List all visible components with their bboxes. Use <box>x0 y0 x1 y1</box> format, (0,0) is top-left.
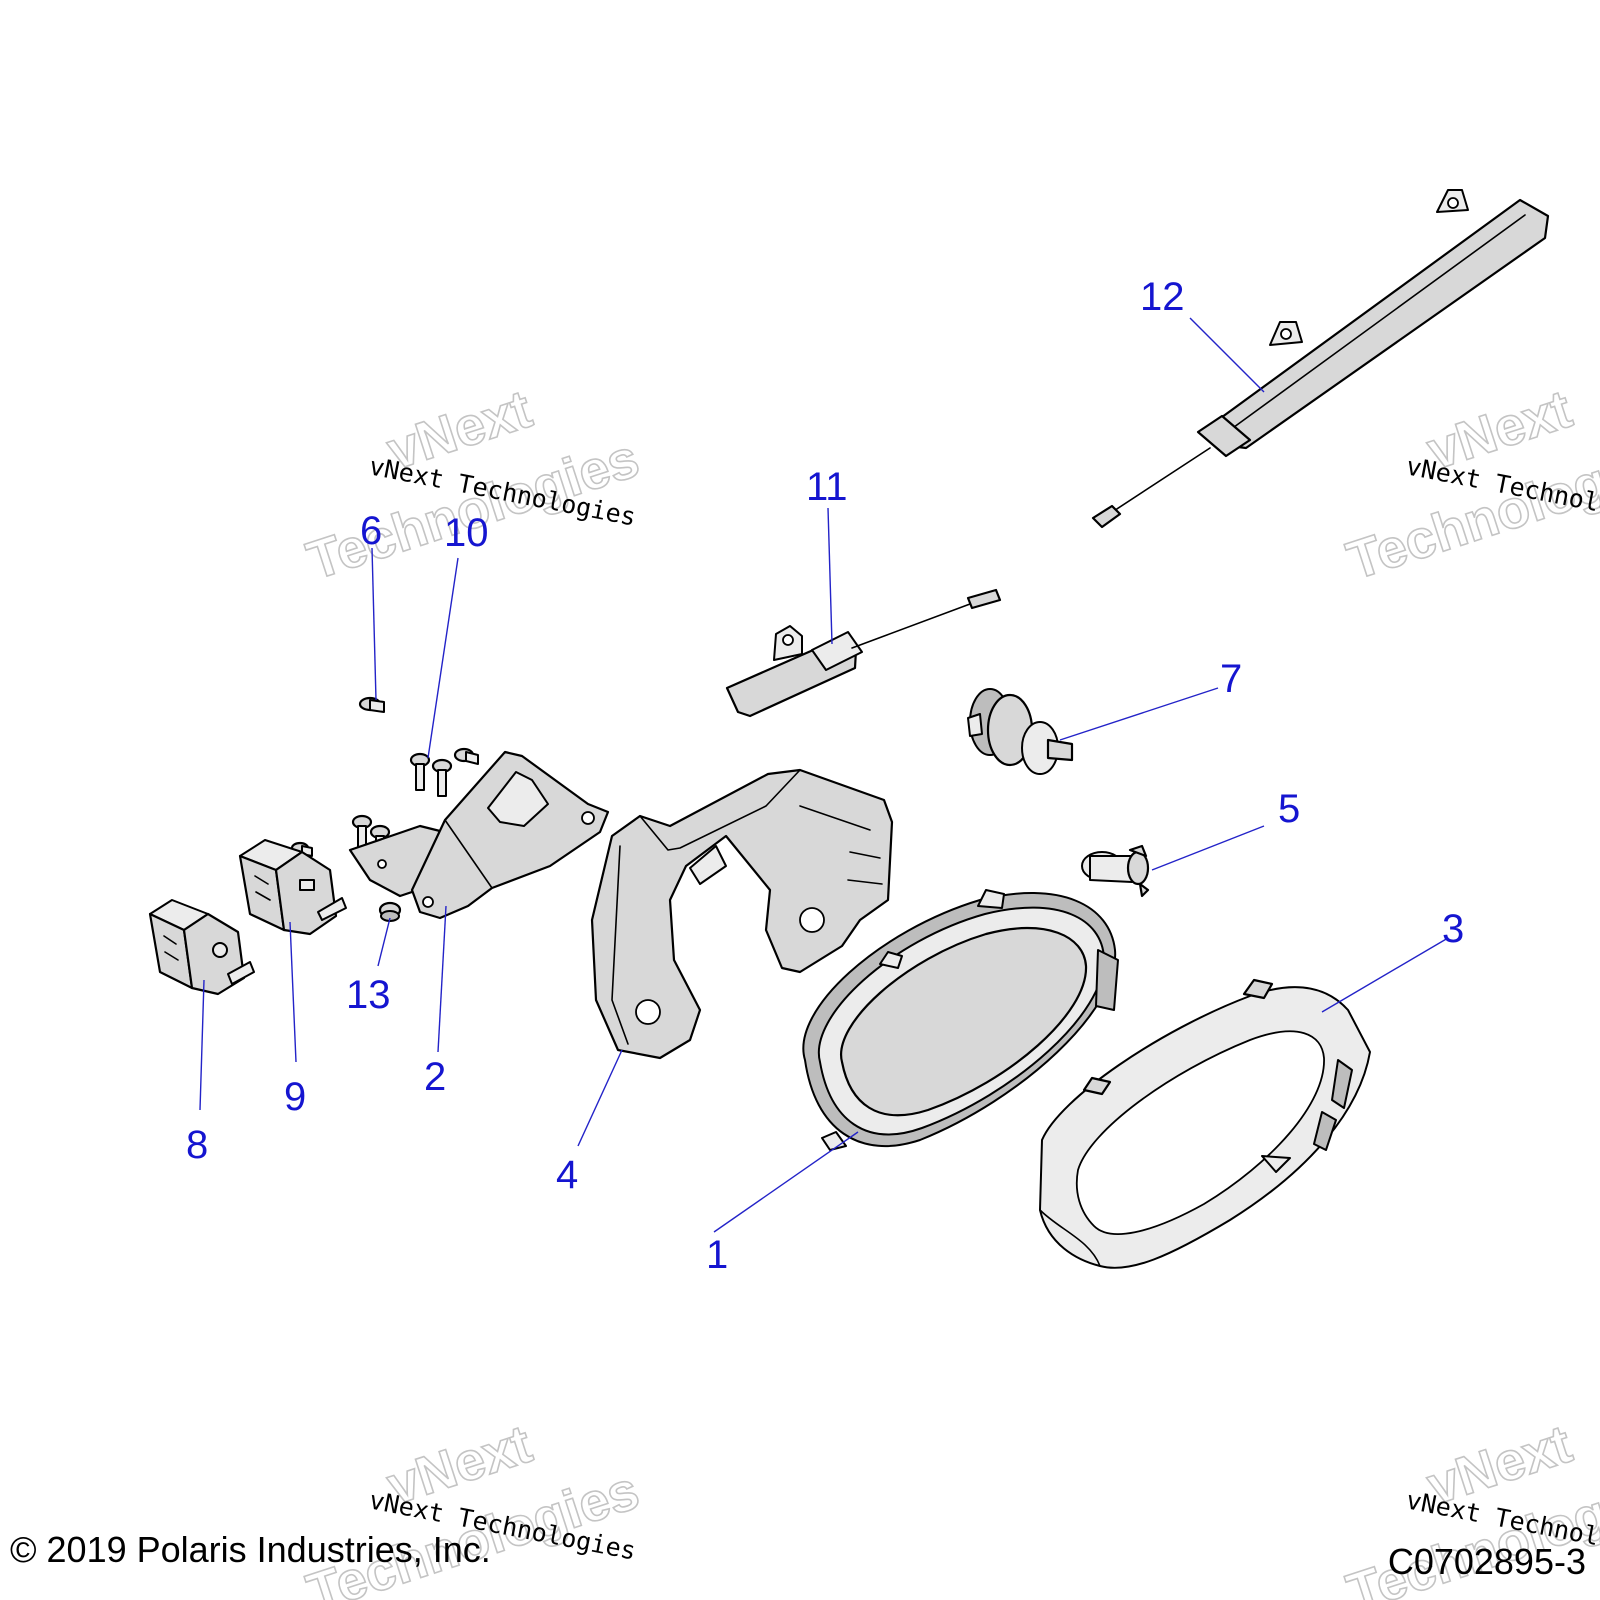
watermark-top-left: vNext Technologies vNext Technologies <box>299 378 646 592</box>
part-4-housing <box>590 768 894 1060</box>
part-10-bolts <box>290 747 479 859</box>
part-13-nut <box>378 901 402 922</box>
leader-lines <box>199 317 1449 1233</box>
part-7-ignition-switch <box>967 688 1074 775</box>
callout-11: 11 <box>806 465 848 509</box>
callout-5: 5 <box>1278 787 1300 831</box>
part-5-bulb <box>1081 844 1150 898</box>
part-6-bolt <box>358 696 385 713</box>
part-8-switch <box>148 899 255 996</box>
part-2-bracket <box>348 750 610 920</box>
watermark-top-right: vNext Technologies vNext Technologies <box>1339 378 1600 592</box>
watermark-bottom-left: vNext Technologies vNext Technologies <box>299 1413 646 1600</box>
callout-2: 2 <box>424 1055 446 1099</box>
part-9-switch <box>238 839 347 936</box>
part-11-light-module <box>725 588 1002 718</box>
callout-1: 1 <box>706 1233 728 1277</box>
callouts: 1 2 3 4 5 6 7 8 9 10 11 12 13 <box>186 275 1464 1277</box>
callout-13: 13 <box>346 973 391 1017</box>
drawing-number: C0702895-3 <box>1388 1541 1586 1582</box>
callout-6: 6 <box>360 509 382 553</box>
callout-12: 12 <box>1140 275 1185 319</box>
callout-3: 3 <box>1442 907 1464 951</box>
part-3-bezel <box>1039 978 1371 1269</box>
callout-7: 7 <box>1220 657 1242 701</box>
part-12-light-bar <box>1091 189 1550 529</box>
part-1-gauge-cluster <box>802 889 1119 1151</box>
callout-4: 4 <box>556 1153 578 1197</box>
callout-10: 10 <box>444 511 489 555</box>
callout-8: 8 <box>186 1123 208 1167</box>
callout-9: 9 <box>284 1075 306 1119</box>
copyright-text: © 2019 Polaris Industries, Inc. <box>10 1529 491 1570</box>
